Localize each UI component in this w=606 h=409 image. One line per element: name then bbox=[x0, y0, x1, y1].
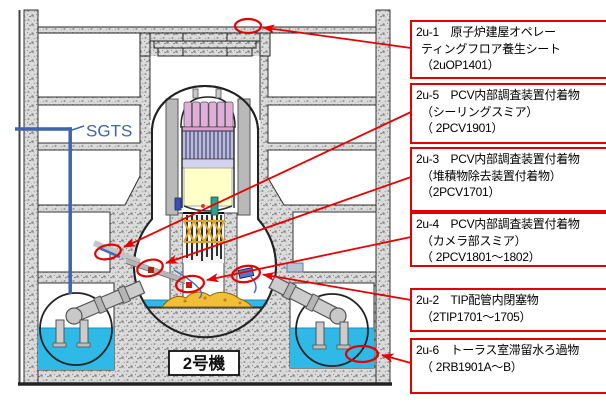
unit-label: 2号機 bbox=[183, 353, 226, 373]
vent-pipe-right bbox=[268, 275, 351, 350]
fuel-debris bbox=[161, 291, 253, 308]
unit-label-box: 2号機 bbox=[168, 350, 240, 376]
callout-line: ティングフロア養生シート bbox=[421, 41, 561, 56]
left-outer-wall bbox=[23, 9, 39, 385]
arrow-2u5 bbox=[123, 111, 412, 248]
core-region bbox=[181, 130, 235, 160]
marker-2u1-operating-floor-sheet bbox=[233, 17, 263, 35]
leader-arrows bbox=[123, 24, 412, 364]
callout-2u-2: 2u-2 TIP配管内閉塞物 （2TIP1701～1705） bbox=[410, 288, 606, 332]
sgts-system: SGTS bbox=[15, 122, 132, 294]
shield-wall-right bbox=[237, 98, 251, 216]
marker-2u2-tip-piping bbox=[231, 264, 261, 284]
room-right-1 bbox=[267, 32, 377, 98]
callout-line: （2uOP1401） bbox=[421, 58, 500, 72]
room-left-2 bbox=[37, 104, 141, 144]
callout-line: （ 2PCV1901） bbox=[421, 121, 504, 135]
callout-line: 2u-3 PCV内部調査装置付着物 bbox=[416, 152, 580, 166]
steam-dryer-units bbox=[183, 101, 234, 128]
room-left-3 bbox=[37, 149, 141, 206]
callout-line: 2u-6 トーラス室滞留水ろ過物 bbox=[416, 343, 579, 357]
marker-2u6-torus-water bbox=[344, 344, 380, 364]
room-right-2 bbox=[267, 104, 377, 144]
arrow-2u3 bbox=[165, 176, 412, 264]
callout-2u-6: 2u-6 トーラス室滞留水ろ過物 （ 2RB1901A～B） bbox=[410, 338, 606, 394]
torus-left bbox=[38, 292, 114, 370]
shield-wall-left bbox=[165, 98, 179, 216]
callout-line: （堆積物除去装置付着物） bbox=[421, 168, 562, 183]
arrow-2u6 bbox=[381, 353, 412, 364]
investigation-device bbox=[186, 282, 192, 288]
crd-platform bbox=[183, 218, 225, 245]
callout-line: （カメラ部スミア） bbox=[421, 233, 527, 248]
vent-pipe-left bbox=[52, 280, 146, 348]
right-outer-wall bbox=[375, 9, 391, 385]
marker-2u4-camera-smear bbox=[174, 274, 206, 294]
building-rooms bbox=[37, 32, 377, 371]
callout-line: （ 2RB1901A～B） bbox=[421, 359, 523, 374]
room-right-4 bbox=[292, 211, 377, 273]
operating-floor-slab bbox=[37, 26, 377, 34]
callout-line: （シーリングスミア） bbox=[421, 104, 539, 119]
debris-spots bbox=[183, 296, 242, 305]
room-left-1 bbox=[37, 32, 141, 98]
callout-line: 2u-1 原子炉建屋オペレー bbox=[416, 25, 556, 39]
callout-line: （2PCV1701） bbox=[421, 185, 501, 199]
shield-plugs bbox=[139, 32, 271, 57]
sample-markers bbox=[94, 17, 380, 364]
deposit-removal-device bbox=[148, 267, 154, 273]
arrow-2u2 bbox=[262, 271, 412, 301]
drywell-water-right bbox=[238, 300, 266, 307]
arrow-2u4 bbox=[206, 236, 412, 283]
suppression-chamber-right bbox=[295, 293, 369, 367]
callout-line: 2u-5 PCV内部調査装置付着物 bbox=[416, 88, 580, 102]
room-right-3 bbox=[267, 149, 377, 206]
callout-line: 2u-4 PCV内部調査装置付着物 bbox=[416, 217, 580, 231]
arrow-2u1 bbox=[262, 24, 412, 49]
marker-2u5-sealing-smear bbox=[94, 243, 122, 261]
drywell-water-left bbox=[144, 300, 174, 307]
callout-2u-4: 2u-4 PCV内部調査装置付着物 （カメラ部スミア） （ 2PCV1801～1… bbox=[410, 212, 606, 267]
penetration-details bbox=[92, 240, 304, 299]
callout-line: （2TIP1701～1705） bbox=[421, 309, 532, 324]
pedestal bbox=[169, 212, 238, 308]
torus-room-water-left bbox=[38, 328, 114, 370]
crd-rail bbox=[125, 258, 186, 284]
callout-line: 2u-2 TIP配管内閉塞物 bbox=[416, 293, 539, 307]
callout-2u-5: 2u-5 PCV内部調査装置付着物 （シーリングスミア） （ 2PCV1901） bbox=[410, 83, 606, 144]
callout-line: （ 2PCV1801～1802） bbox=[421, 250, 541, 264]
callout-2u-3: 2u-3 PCV内部調査装置付着物 （堆積物除去装置付着物） （2PCV1701… bbox=[410, 147, 606, 212]
penetration-flange bbox=[286, 262, 304, 273]
suppression-chamber-left bbox=[39, 292, 113, 366]
callout-2u-1: 2u-1 原子炉建屋オペレー ティングフロア養生シート （2uOP1401） bbox=[410, 20, 606, 79]
sgts-label: SGTS bbox=[86, 122, 132, 141]
marker-2u3-deposit-removal-device bbox=[136, 258, 164, 278]
